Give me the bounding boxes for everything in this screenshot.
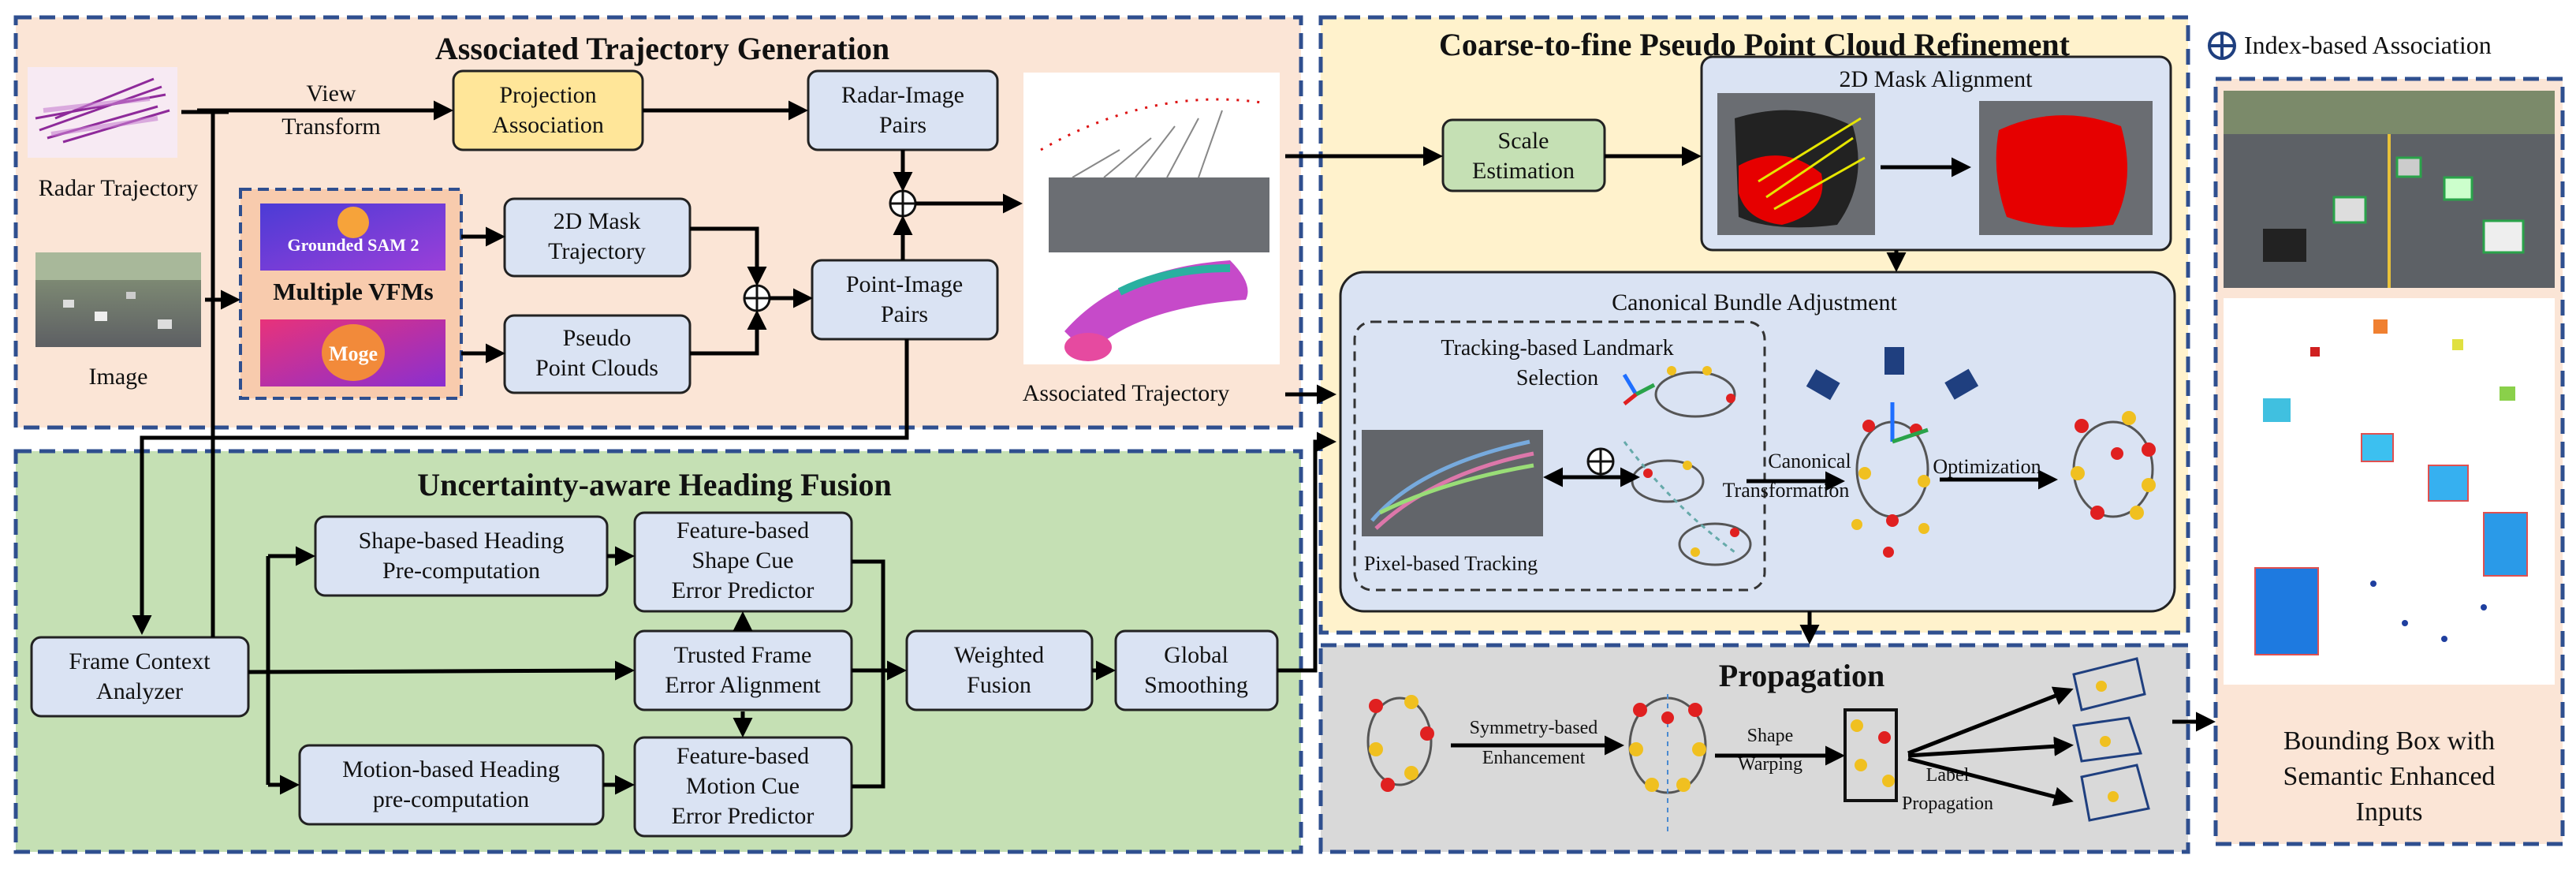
shape-err-label-3: Error Predictor xyxy=(672,577,815,603)
motion-err-label-2: Motion Cue xyxy=(686,773,800,799)
c2f-arrows xyxy=(1285,146,2058,644)
cba-title: Canonical Bundle Adjustment xyxy=(1612,289,1897,316)
moge-label: Moge xyxy=(329,342,378,365)
radar-image-label-2: Pairs xyxy=(879,112,926,138)
oplus-node-fusion xyxy=(743,284,771,312)
atg-title: Associated Trajectory Generation xyxy=(435,31,889,66)
motion-pre-label-1: Motion-based Heading xyxy=(342,756,560,782)
global-label-2: Smoothing xyxy=(1144,672,1248,698)
trusted-label-2: Error Alignment xyxy=(665,672,821,698)
mask-traj-label-1: 2D Mask xyxy=(554,208,641,234)
frame-ctx-label-2: Analyzer xyxy=(96,678,183,704)
radar-trajectory-image xyxy=(28,67,177,158)
radar-image-label-1: Radar-Image xyxy=(841,82,964,108)
shape-pre-label-2: Pre-computation xyxy=(382,558,540,584)
landmark-points xyxy=(1643,366,1739,557)
label-prop-label-2: Propagation xyxy=(1902,793,1993,814)
motion-err-label-1: Feature-based xyxy=(677,743,809,769)
pseudo-label-1: Pseudo xyxy=(563,325,632,351)
shape-pre-label-1: Shape-based Heading xyxy=(359,528,565,554)
axis-icon xyxy=(1622,373,1656,405)
atg-arrows xyxy=(132,100,1023,635)
projection-label-2: Association xyxy=(492,112,604,138)
output-label-3: Inputs xyxy=(2356,797,2423,827)
pixel-tracking-image xyxy=(1362,430,1543,536)
legend-text: Index-based Association xyxy=(2244,31,2492,59)
weighted-label-1: Weighted xyxy=(954,642,1044,668)
optimization-label: Optimization xyxy=(1933,455,2041,478)
legend: Index-based Association xyxy=(2208,31,2492,60)
landmark-label-2: Selection xyxy=(1516,366,1598,390)
associated-trajectory-label: Associated Trajectory xyxy=(1023,380,1229,406)
motion-err-label-3: Error Predictor xyxy=(672,803,815,829)
traffic-image xyxy=(35,252,201,347)
mask-align-title: 2D Mask Alignment xyxy=(1840,66,2034,92)
scale-label-2: Estimation xyxy=(1472,158,1575,184)
symmetry-output-car xyxy=(1628,694,1707,836)
mask-before-image xyxy=(1717,93,1875,235)
point-image-label-1: Point-Image xyxy=(846,271,963,297)
symmetry-input-car xyxy=(1366,695,1434,792)
sam-label: Grounded SAM 2 xyxy=(287,235,419,255)
shape-err-label-2: Shape Cue xyxy=(692,547,793,573)
canonical-label-1: Canonical xyxy=(1768,450,1851,472)
oplus-node-tracking xyxy=(1586,447,1615,476)
output-label-1: Bounding Box with xyxy=(2283,726,2495,756)
propagated-boxes xyxy=(2072,657,2150,822)
mask-traj-label-2: Trajectory xyxy=(548,238,646,264)
camera-icons xyxy=(1806,347,1979,401)
symmetry-label-2: Enhancement xyxy=(1482,748,1586,768)
projection-label-1: Projection xyxy=(499,82,596,108)
vfm-label: Multiple VFMs xyxy=(273,278,434,305)
frame-ctx-label-1: Frame Context xyxy=(69,648,211,674)
oplus-node-association xyxy=(889,189,917,218)
grounded-sam-badge: Grounded SAM 2 xyxy=(260,203,445,271)
global-label-1: Global xyxy=(1164,642,1228,668)
prop-arrows xyxy=(1451,686,2216,807)
pixel-tracking-label: Pixel-based Tracking xyxy=(1364,552,1538,575)
canonical-car-points xyxy=(1851,402,1930,558)
scale-label-1: Scale xyxy=(1498,128,1549,154)
bundle-adjustment-box xyxy=(1339,271,2176,613)
trusted-label-1: Trusted Frame xyxy=(674,642,812,668)
warped-box xyxy=(1843,708,1898,802)
symmetry-label-1: Symmetry-based xyxy=(1470,718,1598,738)
uhf-title: Uncertainty-aware Heading Fusion xyxy=(417,467,891,502)
view-transform-label-1: View xyxy=(306,80,356,106)
landmark-label-1: Tracking-based Landmark xyxy=(1441,336,1673,360)
uhf-arrows xyxy=(211,431,1336,795)
mask-after-image xyxy=(1979,101,2153,235)
point-image-label-2: Pairs xyxy=(881,301,928,327)
prop-title: Propagation xyxy=(1719,658,1884,693)
shape-err-label-1: Feature-based xyxy=(677,517,809,543)
associated-trajectory-image xyxy=(1023,73,1280,364)
output-traffic-image xyxy=(2224,91,2555,288)
output-label-2: Semantic Enhanced xyxy=(2283,762,2495,791)
optimized-car-points xyxy=(2071,411,2156,520)
frame-context-box xyxy=(30,636,250,718)
weighted-label-2: Fusion xyxy=(967,672,1031,698)
shape-warp-label-1: Shape xyxy=(1747,726,1794,746)
moge-badge: Moge xyxy=(260,319,445,386)
view-transform-label-2: Transform xyxy=(281,114,381,140)
pseudo-label-2: Point Clouds xyxy=(535,355,658,381)
image-label: Image xyxy=(89,364,148,390)
output-point-cloud xyxy=(2224,298,2555,685)
radar-trajectory-label: Radar Trajectory xyxy=(39,175,198,201)
motion-pre-label-2: pre-computation xyxy=(373,786,529,812)
